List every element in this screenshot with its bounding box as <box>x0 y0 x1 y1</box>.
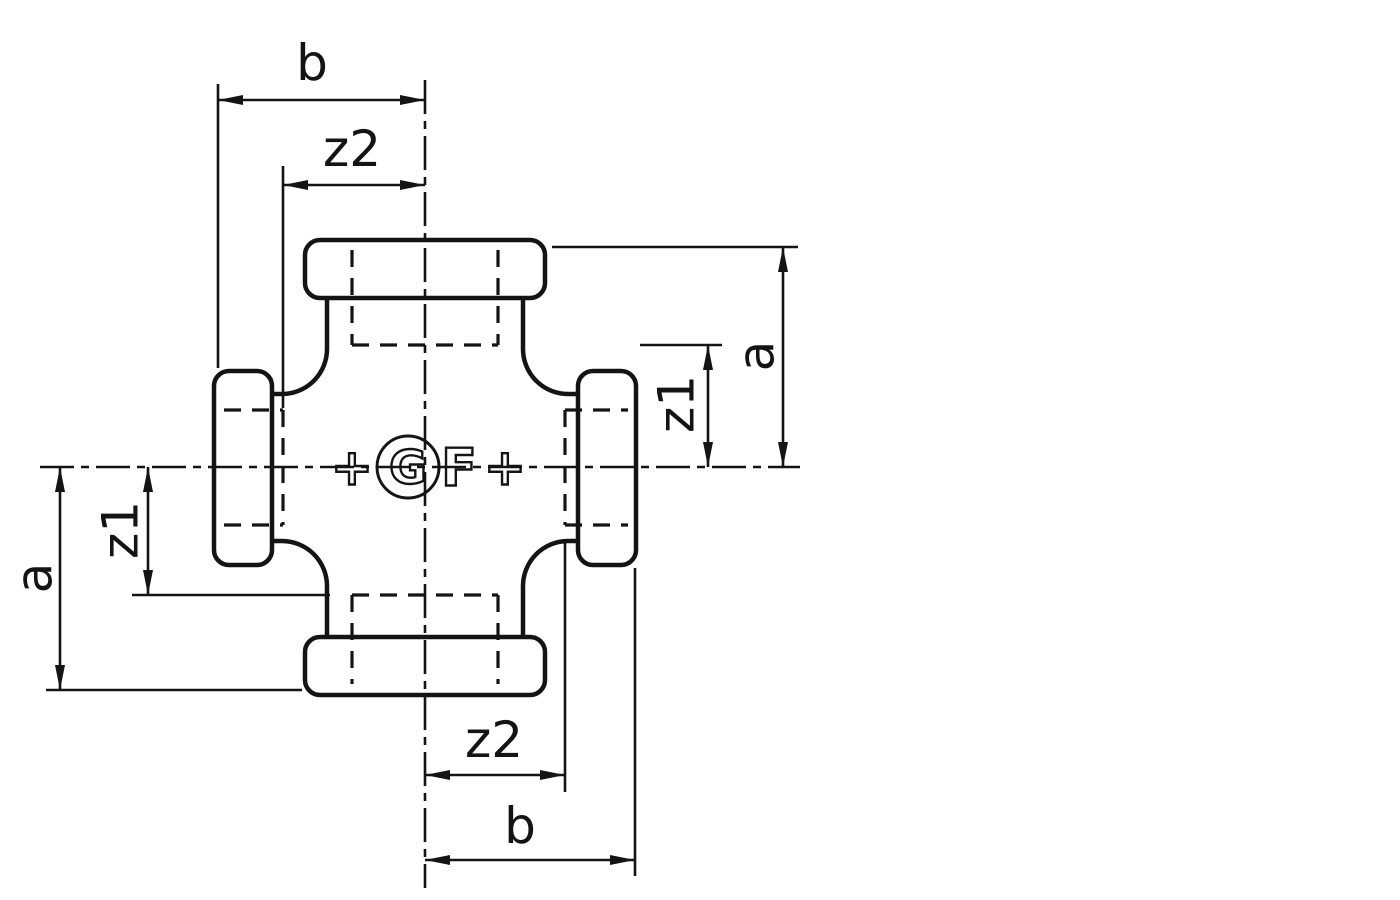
dimension-label-z1-left: z1 <box>92 501 150 559</box>
dimension-label-a-right: a <box>728 341 786 372</box>
dimension-label-z2-bottom: z2 <box>465 711 523 769</box>
dimension-label-a-left: a <box>6 563 64 594</box>
dimension-label-z2-top: z2 <box>323 120 381 178</box>
dimension-label-b-bottom: b <box>504 797 536 855</box>
logo-letter-f: F <box>441 439 477 499</box>
dimension-label-z1-right: z1 <box>648 375 706 433</box>
dimension-label-b-top: b <box>296 34 328 92</box>
